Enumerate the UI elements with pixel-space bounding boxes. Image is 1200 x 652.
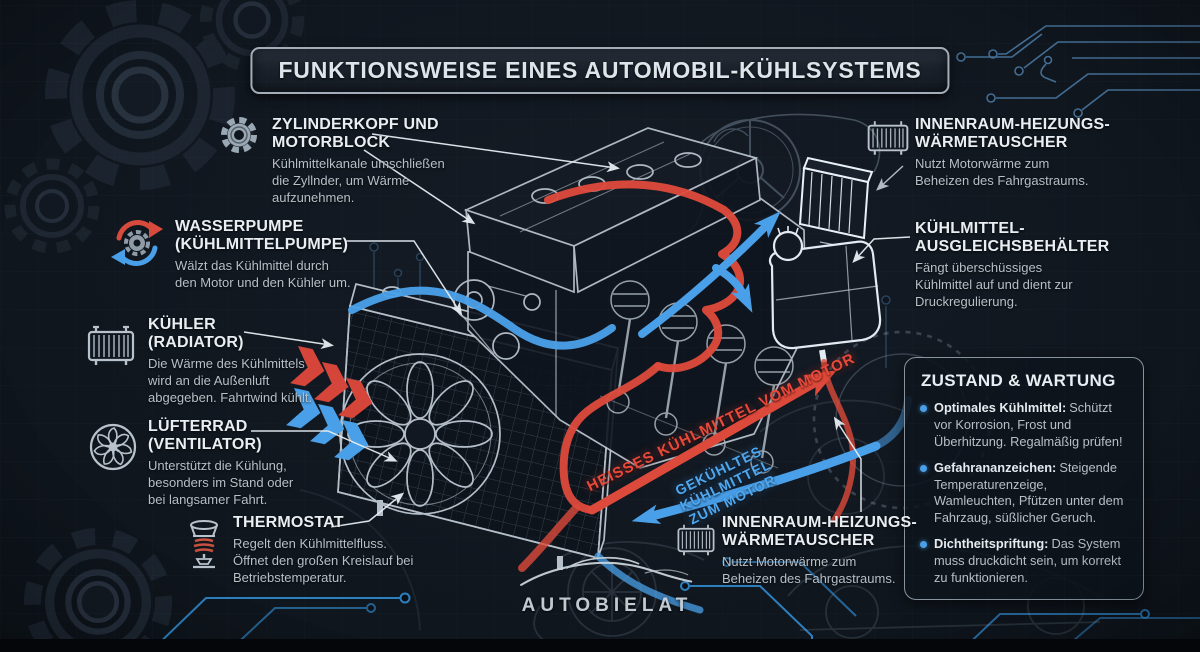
label-body: Kühlmittelkanale umschließen die Zyllnde… [272, 156, 445, 206]
brand-name: AUTOBIELAT [521, 595, 693, 616]
maintenance-item: Gefahrananzeichen:Steigende Temperaturen… [919, 460, 1129, 528]
bullet-dot-icon [920, 464, 927, 472]
gear-icon [218, 114, 260, 161]
pump-icon [110, 216, 164, 275]
label-heading: KÜHLMITTEL- AUSGLEICHSBEHÄLTER [915, 220, 1110, 256]
heater-core-icon [866, 118, 910, 163]
label-kuehler: KÜHLER (RADIATOR) Die Wärme des Kühlmitt… [148, 316, 358, 407]
fan-icon [88, 422, 138, 477]
maintenance-term: Dichtheitspriftung: [934, 536, 1049, 552]
title-badge: FUNKTIONSWEISE EINES AUTOMOBIL-KÜHLSYSTE… [250, 47, 950, 94]
label-heading: INNENRAUM-HEIZUNGS- WÄRMETAUSCHER [722, 514, 917, 550]
label-heading: WASSERPUMPE (KÜHLMITTELPUMPE) [175, 218, 349, 254]
radiator-icon [86, 324, 136, 373]
label-zylinderkopf: ZYLINDERKOPF UND MOTORBLOCK Kühlmittelka… [272, 116, 482, 207]
label-body: Nutzt Motorwärme zum Beheizen des Fahrga… [722, 554, 896, 587]
expansion-tank-sketch [768, 226, 882, 363]
label-heading: THERMOSTAT [233, 514, 344, 531]
thermostat-icon [180, 516, 228, 575]
label-thermostat: THERMOSTAT Regelt den Kühlmittelfluss. Ö… [233, 514, 463, 587]
maintenance-box: ZUSTAND & WARTUNG Optimales Kühlmittel:S… [904, 357, 1144, 600]
label-heading: ZYLINDERKOPF UND MOTORBLOCK [272, 116, 439, 152]
brand-logo: AUTOBIELAT [512, 556, 702, 617]
label-body: Fängt überschüssiges Kühlmittel auf und … [915, 260, 1073, 310]
label-body: Nutzt Motorwärme zum Beheizen des Fahrga… [915, 156, 1089, 189]
maintenance-term: Optimales Kühlmittel: [934, 400, 1067, 415]
label-innenraum-top: INNENRAUM-HEIZUNGS- WÄRMETAUSCHER Nutzt … [915, 116, 1145, 190]
car-swoosh-icon [520, 556, 693, 586]
label-wasserpumpe: WASSERPUMPE (KÜHLMITTELPUMPE) Wälzt das … [175, 218, 405, 292]
maintenance-item: Dichtheitspriftung:Das System muss druck… [919, 536, 1129, 587]
heater-core-sketch [798, 156, 874, 249]
label-ausgleichsbehaelter: KÜHLMITTEL- AUSGLEICHSBEHÄLTER Fängt übe… [915, 220, 1150, 311]
label-heading: KÜHLER (RADIATOR) [148, 316, 244, 352]
label-body: Regelt den Kühlmittelfluss. Öffnet den g… [233, 536, 414, 586]
label-heading: LÜFTERRAD (VENTILATOR) [148, 418, 262, 454]
label-luefterrad: LÜFTERRAD (VENTILATOR) Unterstützt die K… [148, 418, 358, 509]
label-body: Unterstützt die Kühlung, besonders im St… [148, 458, 294, 508]
page-title: FUNKTIONSWEISE EINES AUTOMOBIL-KÜHLSYSTE… [278, 57, 922, 83]
label-heading: INNENRAUM-HEIZUNGS- WÄRMETAUSCHER [915, 116, 1110, 152]
maintenance-item: Optimales Kühlmittel:Schützt vor Korrosi… [919, 400, 1129, 451]
label-innenraum-bottom: INNENRAUM-HEIZUNGS- WÄRMETAUSCHER Nutzt … [722, 514, 932, 588]
bottom-bar [0, 639, 1200, 652]
label-body: Wälzt das Kühlmittel durch den Motor und… [175, 258, 351, 291]
maintenance-term: Gefahrananzeichen: [934, 459, 1057, 475]
bullet-dot-icon [920, 405, 927, 412]
maintenance-title: ZUSTAND & WARTUNG [921, 371, 1116, 390]
label-body: Die Wärme des Kühlmittels wird an die Au… [148, 356, 313, 406]
